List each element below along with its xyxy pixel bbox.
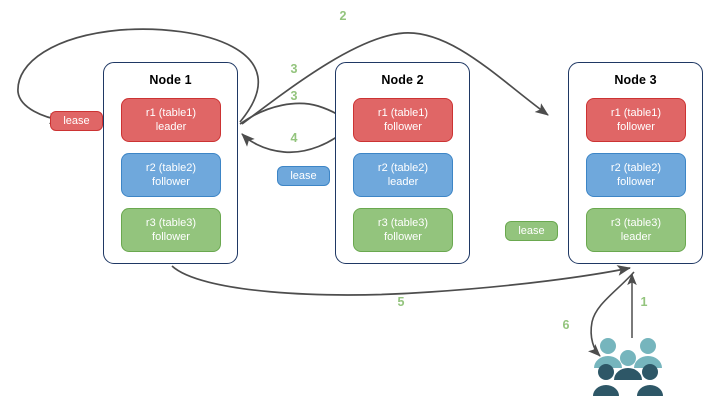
replica-node1-r1: r1 (table1) leader	[121, 98, 221, 142]
replica-name: r3 (table3)	[610, 217, 662, 229]
replica-node1-r3: r3 (table3) follower	[121, 208, 221, 252]
replica-role: leader	[387, 176, 419, 188]
lease-token-blue: lease	[277, 166, 330, 186]
replica-node3-r3: r3 (table3) leader	[586, 208, 686, 252]
node-box-1: Node 1 r1 (table1) leader r2 (table2) fo…	[103, 62, 238, 264]
replica-name: r3 (table3)	[377, 217, 429, 229]
replica-name: r3 (table3)	[145, 217, 197, 229]
step-label-1: 1	[640, 295, 648, 309]
replica-role: follower	[384, 231, 422, 243]
arrow-step-3-short	[239, 102, 349, 125]
replica-name: r2 (table2)	[145, 162, 197, 174]
step-label-2: 2	[339, 9, 347, 23]
step-label-3a: 3	[290, 62, 298, 76]
replica-name: r1 (table1)	[145, 107, 197, 119]
replica-name: r1 (table1)	[377, 107, 429, 119]
node-title: Node 3	[614, 73, 657, 87]
replica-role: follower	[384, 121, 422, 133]
lease-label: lease	[63, 115, 90, 127]
replica-name: r1 (table1)	[610, 107, 662, 119]
node-title: Node 2	[381, 73, 424, 87]
replica-name: r2 (table2)	[610, 162, 662, 174]
users-icon	[593, 338, 663, 396]
replica-role: leader	[155, 121, 187, 133]
replica-node1-r2: r2 (table2) follower	[121, 153, 221, 197]
lease-token-green: lease	[505, 221, 558, 241]
step-label-4: 4	[290, 131, 298, 145]
lease-label: lease	[518, 225, 545, 237]
step-label-3b: 3	[290, 89, 298, 103]
node-title: Node 1	[149, 73, 192, 87]
step-label-5: 5	[397, 295, 405, 309]
replica-node2-r3: r3 (table3) follower	[353, 208, 453, 252]
step-label-6: 6	[562, 318, 570, 332]
lease-label: lease	[290, 170, 317, 182]
replica-node3-r1: r1 (table1) follower	[586, 98, 686, 142]
arrow-step-5	[171, 265, 632, 296]
replica-role: follower	[152, 231, 190, 243]
replica-role: follower	[617, 176, 655, 188]
node-box-3: Node 3 r1 (table1) follower r2 (table2) …	[568, 62, 703, 264]
replica-role: follower	[152, 176, 190, 188]
replica-role: leader	[620, 231, 652, 243]
lease-token-red: lease	[50, 111, 103, 131]
node-box-2: Node 2 r1 (table1) follower r2 (table2) …	[335, 62, 470, 264]
replica-role: follower	[617, 121, 655, 133]
replica-name: r2 (table2)	[377, 162, 429, 174]
replica-node2-r2: r2 (table2) leader	[353, 153, 453, 197]
replica-node2-r1: r1 (table1) follower	[353, 98, 453, 142]
replica-node3-r2: r2 (table2) follower	[586, 153, 686, 197]
